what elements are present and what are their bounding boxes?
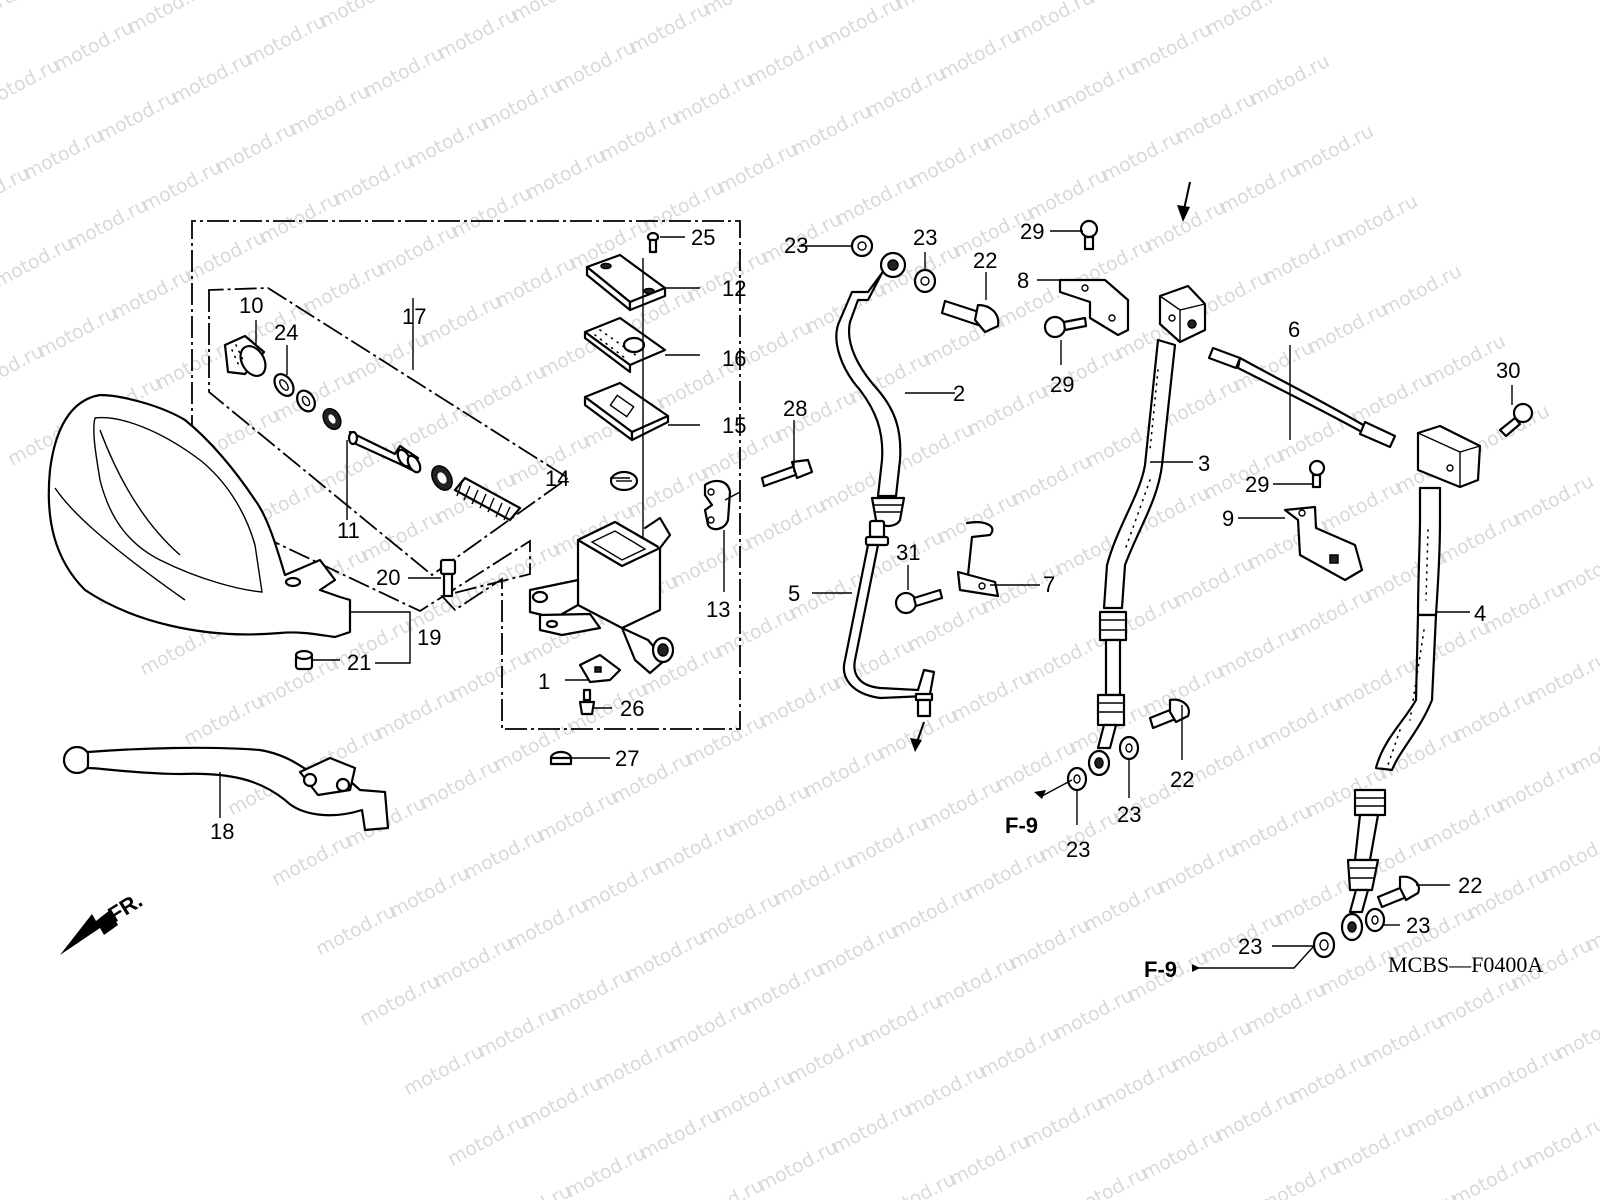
callout-16[interactable]: 16 <box>722 346 746 371</box>
callout-12[interactable]: 12 <box>722 276 746 301</box>
screw-25[interactable] <box>646 231 660 254</box>
callout-22-b[interactable]: 22 <box>1170 767 1194 792</box>
master-cylinder-body[interactable] <box>528 516 675 675</box>
ref-f9-b[interactable]: F-9 <box>1144 957 1177 982</box>
leader-lines <box>219 230 1513 972</box>
washer-23-d[interactable] <box>1118 735 1140 761</box>
flange-bolt-29-c[interactable] <box>1308 459 1326 489</box>
hose-stay-9[interactable] <box>1283 505 1364 582</box>
pivot-bolt-20[interactable] <box>439 558 457 598</box>
callout-22-c[interactable]: 22 <box>1458 873 1482 898</box>
switch-1[interactable] <box>578 653 622 684</box>
hose-stay-8[interactable] <box>1058 278 1130 337</box>
callout-26[interactable]: 26 <box>620 696 644 721</box>
callout-17[interactable]: 17 <box>402 304 426 329</box>
diaphragm-15[interactable] <box>583 381 670 442</box>
callout-31[interactable]: 31 <box>896 540 920 565</box>
callout-10[interactable]: 10 <box>239 293 263 318</box>
flow-arrow-top-head <box>1177 205 1190 222</box>
bolt-30[interactable] <box>1498 402 1534 438</box>
callout-13[interactable]: 13 <box>706 597 730 622</box>
callout-6[interactable]: 6 <box>1288 317 1300 342</box>
callout-23-a[interactable]: 23 <box>784 233 808 258</box>
callout-23-f[interactable]: 23 <box>1238 934 1262 959</box>
callout-23-b[interactable]: 23 <box>913 225 937 250</box>
screw-26[interactable] <box>578 688 596 716</box>
holder-13[interactable] <box>703 479 732 531</box>
bolt-31[interactable] <box>894 588 944 615</box>
oil-bolt-22-a[interactable] <box>940 299 1000 334</box>
pipe-clamp-7[interactable] <box>956 521 1000 598</box>
callout-labels: 1 2 3 4 5 6 7 8 9 10 11 12 13 14 15 16 1… <box>210 219 1543 982</box>
callout-23-c[interactable]: 23 <box>1066 837 1090 862</box>
piston-set-frame <box>208 287 570 577</box>
washer-23-c[interactable] <box>1066 766 1088 792</box>
callout-23-e[interactable]: 23 <box>1406 913 1430 938</box>
flange-bolt-29-a[interactable] <box>1079 219 1099 251</box>
callout-20[interactable]: 20 <box>376 565 400 590</box>
callout-8[interactable]: 8 <box>1017 268 1029 293</box>
washer-23-e[interactable] <box>1312 931 1336 959</box>
brake-pipe-6[interactable] <box>1207 346 1397 449</box>
callout-25[interactable]: 25 <box>691 225 715 250</box>
washer-23-a[interactable] <box>850 234 874 258</box>
primary-seal[interactable] <box>428 462 457 494</box>
circlip-24[interactable] <box>271 371 298 400</box>
callout-11[interactable]: 11 <box>337 518 360 543</box>
oil-bolt-22-b[interactable] <box>1148 698 1190 730</box>
bolt-28[interactable] <box>760 458 814 488</box>
washer-seal[interactable] <box>294 387 319 414</box>
callout-21[interactable]: 21 <box>347 650 371 675</box>
piston[interactable] <box>347 430 423 474</box>
callout-30[interactable]: 30 <box>1496 358 1520 383</box>
diagram-code: MCBS—F0400A <box>1388 952 1543 977</box>
callout-29-b[interactable]: 29 <box>1050 372 1074 397</box>
brake-pipe-5[interactable] <box>842 519 936 718</box>
callout-15[interactable]: 15 <box>722 413 746 438</box>
diaphragm-plate-14[interactable] <box>609 470 639 492</box>
kit-frame <box>191 220 741 730</box>
nut-21[interactable] <box>294 649 314 671</box>
callout-4[interactable]: 4 <box>1474 601 1486 626</box>
flow-arrow-pipe5-head <box>910 738 922 752</box>
callout-27[interactable]: 27 <box>615 746 639 771</box>
callout-3[interactable]: 3 <box>1198 451 1210 476</box>
brake-lever-18[interactable] <box>62 745 390 832</box>
ref-f9-a[interactable]: F-9 <box>1005 813 1038 838</box>
spring[interactable] <box>453 476 522 522</box>
callout-5[interactable]: 5 <box>788 581 800 606</box>
callout-7[interactable]: 7 <box>1043 572 1055 597</box>
cap-27[interactable] <box>549 750 573 766</box>
callout-14[interactable]: 14 <box>545 466 569 491</box>
washer-23-f[interactable] <box>1364 907 1386 933</box>
callout-28[interactable]: 28 <box>783 396 807 421</box>
washer-23-b[interactable] <box>913 268 937 294</box>
callout-18[interactable]: 18 <box>210 819 234 844</box>
plate-16[interactable] <box>583 316 667 374</box>
brake-hose-3[interactable] <box>1087 284 1207 777</box>
reservoir-cap-12[interactable] <box>585 253 667 312</box>
callout-29-c[interactable]: 29 <box>1245 472 1269 497</box>
cup-seal[interactable] <box>320 405 345 432</box>
brake-hose-4[interactable] <box>1340 424 1482 942</box>
callout-23-d[interactable]: 23 <box>1117 802 1141 827</box>
callout-2[interactable]: 2 <box>953 381 965 406</box>
callout-24[interactable]: 24 <box>274 320 298 345</box>
flange-bolt-29-b[interactable] <box>1043 315 1088 339</box>
callout-9[interactable]: 9 <box>1222 506 1234 531</box>
knuckle-guard[interactable] <box>47 393 352 639</box>
callout-19[interactable]: 19 <box>417 625 441 650</box>
boot-10[interactable] <box>223 334 271 380</box>
callout-29-a[interactable]: 29 <box>1020 219 1044 244</box>
callout-1[interactable]: 1 <box>538 669 550 694</box>
callout-22-a[interactable]: 22 <box>973 248 997 273</box>
